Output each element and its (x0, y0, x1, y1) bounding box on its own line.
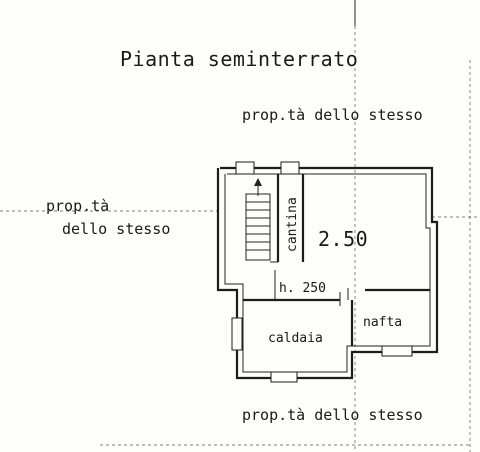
neighbor-left-label-2: dello stesso (62, 220, 170, 238)
window-top-left (235, 161, 255, 175)
neighbor-bottom-label: prop.tà dello stesso (242, 406, 423, 424)
height-label: h. 250 (279, 281, 326, 296)
stair-treads (246, 201, 270, 251)
room-label-cantina: cantina (285, 197, 300, 252)
room-dimension: 2.50 (318, 227, 368, 251)
stair-arrowhead-icon (254, 178, 262, 186)
window-top-right (280, 161, 300, 175)
window-bottom (270, 371, 298, 383)
neighbor-left-label-1: prop.tà (46, 197, 109, 215)
window-caldaia (231, 317, 243, 351)
room-label-caldaia: caldaia (268, 331, 323, 346)
room-label-nafta: nafta (363, 315, 402, 330)
inner-wall-line (224, 173, 431, 373)
plan-title: Pianta seminterrato (120, 47, 358, 71)
outer-wall (216, 166, 439, 380)
window-nafta (381, 345, 413, 357)
neighbor-top-label: prop.tà dello stesso (242, 106, 423, 124)
